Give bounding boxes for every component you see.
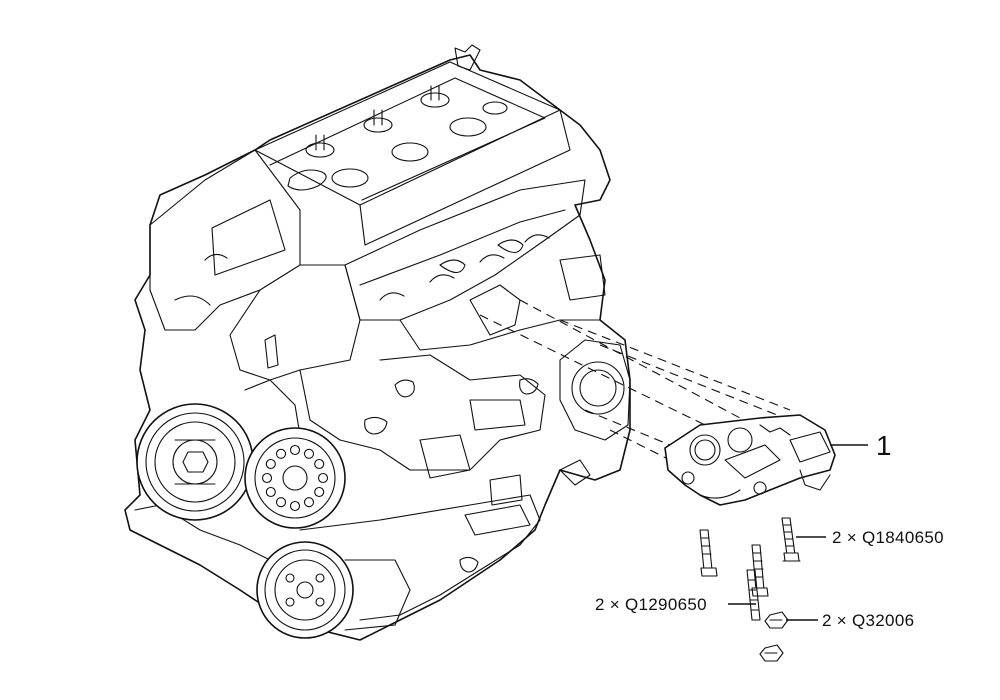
crankshaft-pulley	[136, 403, 254, 521]
pulley-hole	[261, 472, 273, 484]
pulley-hole	[317, 472, 329, 484]
bolts	[699, 517, 801, 662]
pulley-hole	[275, 497, 287, 508]
nut-lower	[759, 644, 784, 662]
alternator-pulley	[256, 541, 411, 639]
water-outlet-seat	[559, 339, 631, 441]
pulley-hole	[314, 486, 325, 498]
nut-label: 2 × Q32006	[822, 611, 914, 630]
alignment-lines	[479, 299, 816, 471]
pulley-hole	[265, 458, 276, 470]
bolt-long	[781, 517, 801, 562]
idler-pulley	[244, 427, 346, 529]
pulley-hole	[265, 486, 276, 498]
nut-upper	[764, 611, 789, 629]
pulley-hole	[303, 497, 315, 508]
water-outlet-housing	[664, 414, 836, 506]
bolt-short-middle	[751, 544, 769, 597]
oil-pan	[299, 494, 541, 621]
engine-outline	[124, 54, 631, 641]
item-number-label: 1	[876, 430, 892, 461]
pulley-hole	[289, 500, 301, 512]
bolt-short-label: 2 × Q1290650	[595, 595, 707, 614]
bolt-long-label: 2 × Q1840650	[832, 528, 944, 547]
pulley-hole	[275, 448, 287, 459]
bolt-short-left	[699, 529, 718, 577]
pulley-hole	[289, 444, 301, 456]
pulley-hole	[314, 458, 325, 470]
pulley-hole	[303, 448, 315, 459]
engine-assembly	[124, 44, 631, 641]
callouts: 1 2 × Q1840650 2 × Q1290650 2 × Q32006	[595, 430, 944, 630]
